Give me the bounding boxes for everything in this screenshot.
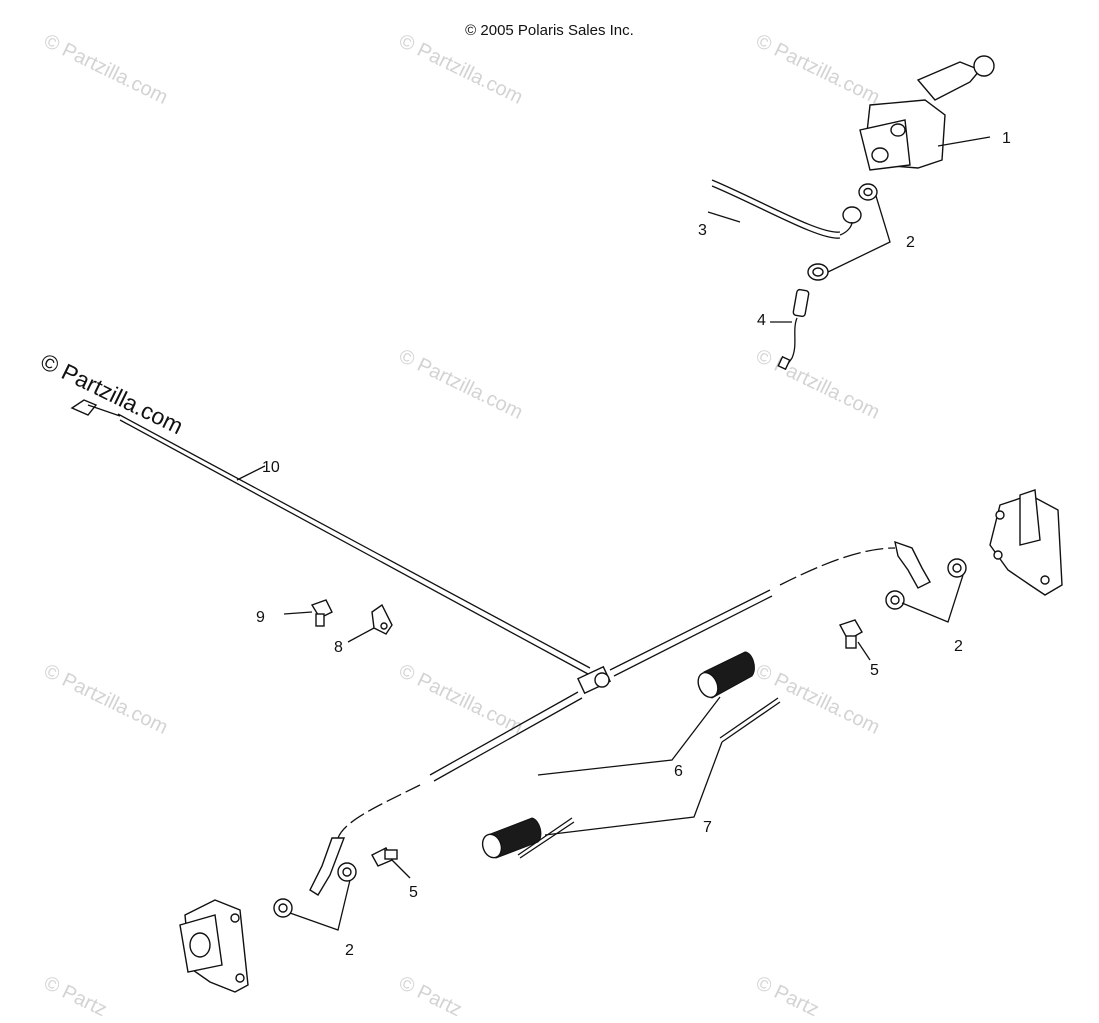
brake-line-icon: [609, 540, 931, 677]
tee-fitting-icon: [577, 665, 611, 695]
bleeder-screw-icon: [310, 599, 333, 627]
callout-number: 6: [674, 763, 683, 780]
leader-line: [901, 574, 964, 623]
callout-number: 8: [334, 639, 343, 656]
leader-line: [827, 195, 891, 273]
brake-switch-icon: [777, 288, 810, 371]
washer-icon: [273, 862, 357, 918]
leader-line: [937, 136, 991, 147]
leader-line: [537, 696, 721, 776]
copyright-text: © 2005 Polaris Sales Inc.: [465, 22, 634, 39]
washer-icon: [885, 558, 967, 610]
callout-number: 10: [262, 459, 280, 476]
leader-line: [857, 641, 871, 661]
brake-caliper-icon: [179, 899, 249, 993]
footrest-icon: [481, 651, 755, 859]
bolt-icon: [838, 619, 863, 649]
brake-line-icon: [70, 399, 591, 675]
brake-line-icon: [711, 179, 862, 239]
leader-line: [391, 859, 411, 879]
callout-number: 2: [954, 638, 963, 655]
leader-line: [283, 611, 313, 615]
leader-line: [707, 211, 741, 223]
callout-number: 5: [409, 884, 418, 901]
callout-number: 7: [703, 819, 712, 836]
callout-number: 2: [345, 942, 354, 959]
bolt-icon: [371, 847, 398, 867]
leader-line: [236, 465, 266, 481]
brake-caliper-icon: [989, 489, 1063, 596]
callout-number: 4: [757, 312, 766, 329]
callout-number: 3: [698, 222, 707, 239]
callout-number: 5: [870, 662, 879, 679]
washer-icon: [807, 183, 878, 281]
cotter-pin-icon: [517, 697, 781, 859]
leader-line: [544, 741, 723, 836]
callout-number: 1: [1002, 130, 1011, 147]
callout-number: 2: [906, 234, 915, 251]
master-cylinder-icon: [859, 55, 995, 171]
brake-line-icon: [309, 691, 583, 896]
leader-line: [289, 879, 351, 931]
clamp-icon: [371, 603, 393, 635]
callout-number: 9: [256, 609, 265, 626]
leader-line: [347, 627, 375, 643]
